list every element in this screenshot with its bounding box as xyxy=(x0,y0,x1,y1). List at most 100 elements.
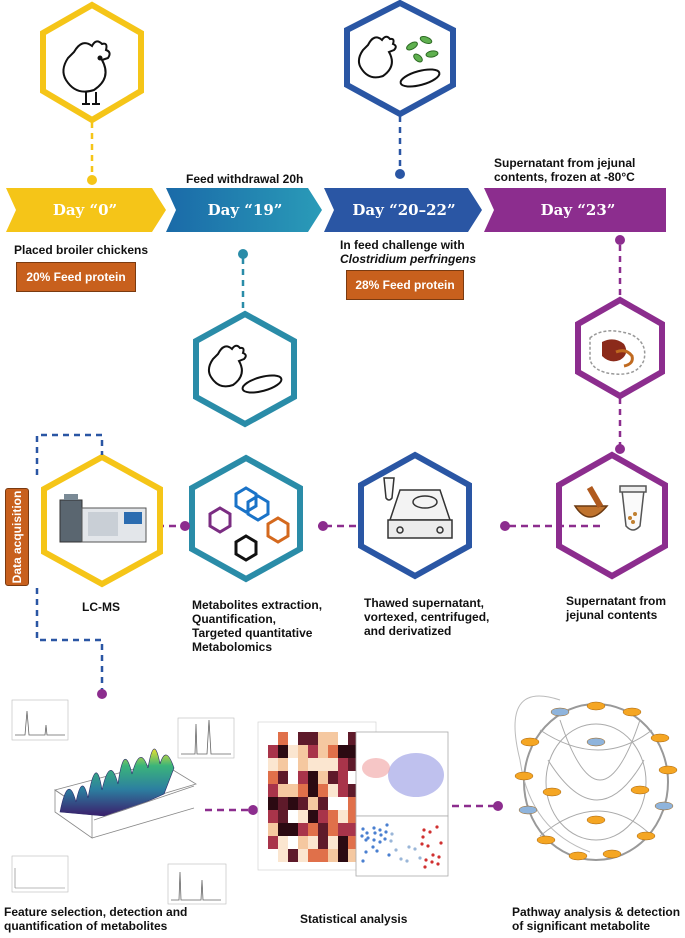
volcano-point xyxy=(399,857,403,861)
heatmap-cell xyxy=(308,745,318,758)
volcano-point xyxy=(422,828,426,832)
challenge-line2: Clostridium perfringens xyxy=(340,252,477,266)
volcano-point xyxy=(384,830,388,834)
heatmap-cell xyxy=(328,823,338,836)
heatmap-cell xyxy=(268,849,278,862)
heatmap-cell xyxy=(298,784,308,797)
network-node xyxy=(654,801,674,811)
heatmap-cell xyxy=(348,823,358,836)
feature-line2: quantification of metabolites xyxy=(4,919,168,933)
network-node xyxy=(518,805,538,815)
heatmap-cell xyxy=(308,758,318,771)
day0-label: Day “0” xyxy=(52,201,118,219)
volcano-point xyxy=(385,823,389,827)
heatmap-cell xyxy=(308,732,318,745)
volcano-point xyxy=(372,838,376,842)
heatmap-cell xyxy=(338,784,348,797)
bacteria-icon xyxy=(406,36,439,63)
dot-day19 xyxy=(238,249,248,259)
day20-22-label: Day “20–22” xyxy=(352,201,456,219)
thawed-line3: and derivatized xyxy=(364,624,452,638)
heatmap-cell xyxy=(278,849,288,862)
heatmap-cell xyxy=(298,849,308,862)
network-node xyxy=(536,835,556,845)
heatmap-cell xyxy=(278,797,288,810)
volcano-point xyxy=(372,826,376,830)
heatmap-cell xyxy=(308,784,318,797)
heatmap-cell xyxy=(348,758,358,771)
bracket-bottom xyxy=(35,588,104,690)
volcano-point xyxy=(435,825,439,829)
heatmap-cell xyxy=(338,771,348,784)
placed-chickens-text: Placed broiler chickens xyxy=(14,243,149,257)
heatmap-cell xyxy=(338,745,348,758)
heatmap-cell xyxy=(328,745,338,758)
hexagon-chicken-day0 xyxy=(40,1,144,124)
heatmap-cell xyxy=(288,732,298,745)
thawed-line1: Thawed supernatant, xyxy=(364,596,485,610)
volcano-point xyxy=(365,831,369,835)
heatmap-cell xyxy=(288,849,298,862)
heatmap-cell xyxy=(318,732,328,745)
volcano-point xyxy=(436,862,440,866)
volcano-point xyxy=(373,831,377,835)
heatmap-cell xyxy=(288,784,298,797)
volcano-point xyxy=(405,859,409,863)
heatmap-cell xyxy=(308,810,318,823)
hexagon-jejunal xyxy=(556,451,668,580)
volcano-point xyxy=(430,860,434,864)
heatmap-cell xyxy=(338,823,348,836)
heatmap-cell xyxy=(268,745,278,758)
dot-day0 xyxy=(87,175,97,185)
thawed-line2: vortexed, centrifuged, xyxy=(364,610,490,624)
data-acquisition-text: Data acquisition xyxy=(10,490,24,584)
network-node xyxy=(542,787,562,797)
chromatogram-3d-plot xyxy=(11,699,235,905)
dot-stat xyxy=(248,805,258,815)
supernatant-frozen-line2: contents, frozen at -80°C xyxy=(494,170,635,184)
protein-20-badge: 20% Feed protein xyxy=(16,262,136,292)
pathway-line2: of significant metabolite xyxy=(512,919,651,933)
chicken-plate-icon xyxy=(207,344,283,394)
heatmap-cell xyxy=(318,823,328,836)
network-node xyxy=(586,737,606,747)
heatmap-cell xyxy=(278,745,288,758)
heatmap-cell xyxy=(328,849,338,862)
heatmap-grid xyxy=(268,732,358,862)
volcano-point xyxy=(379,833,383,837)
bracket-top xyxy=(35,433,104,475)
heatmap-cell xyxy=(288,771,298,784)
volcano-point xyxy=(394,848,398,852)
volcano-point xyxy=(364,850,368,854)
volcano-point xyxy=(383,837,387,841)
heatmap-cell xyxy=(308,823,318,836)
heatmap-cell xyxy=(288,745,298,758)
heatmap-cell xyxy=(318,836,328,849)
hexagon-gut xyxy=(575,296,665,400)
heatmap-cell xyxy=(308,849,318,862)
volcano-point xyxy=(437,855,441,859)
dot-lcms xyxy=(180,521,190,531)
hexagon-metabolites xyxy=(189,454,303,583)
network-node xyxy=(520,737,540,747)
volcano-point xyxy=(420,842,424,846)
heatmap-cell xyxy=(308,771,318,784)
heatmap-cell xyxy=(268,771,278,784)
heatmap-cell xyxy=(288,797,298,810)
heatmap-cell xyxy=(318,784,328,797)
heatmap-cell xyxy=(318,758,328,771)
heatmap-cell xyxy=(278,784,288,797)
network-node xyxy=(586,701,606,711)
heatmap-cell xyxy=(288,758,298,771)
heatmap-cell xyxy=(278,836,288,849)
volcano-point xyxy=(378,828,382,832)
network-node xyxy=(622,707,642,717)
volcano-point xyxy=(428,830,432,834)
heatmap-cell xyxy=(318,849,328,862)
volcano-point xyxy=(364,838,368,842)
heatmap-cell xyxy=(268,797,278,810)
heatmap-cell xyxy=(298,758,308,771)
heatmap-cell xyxy=(348,810,358,823)
heatmap-cell xyxy=(268,758,278,771)
volcano-point xyxy=(418,856,422,860)
